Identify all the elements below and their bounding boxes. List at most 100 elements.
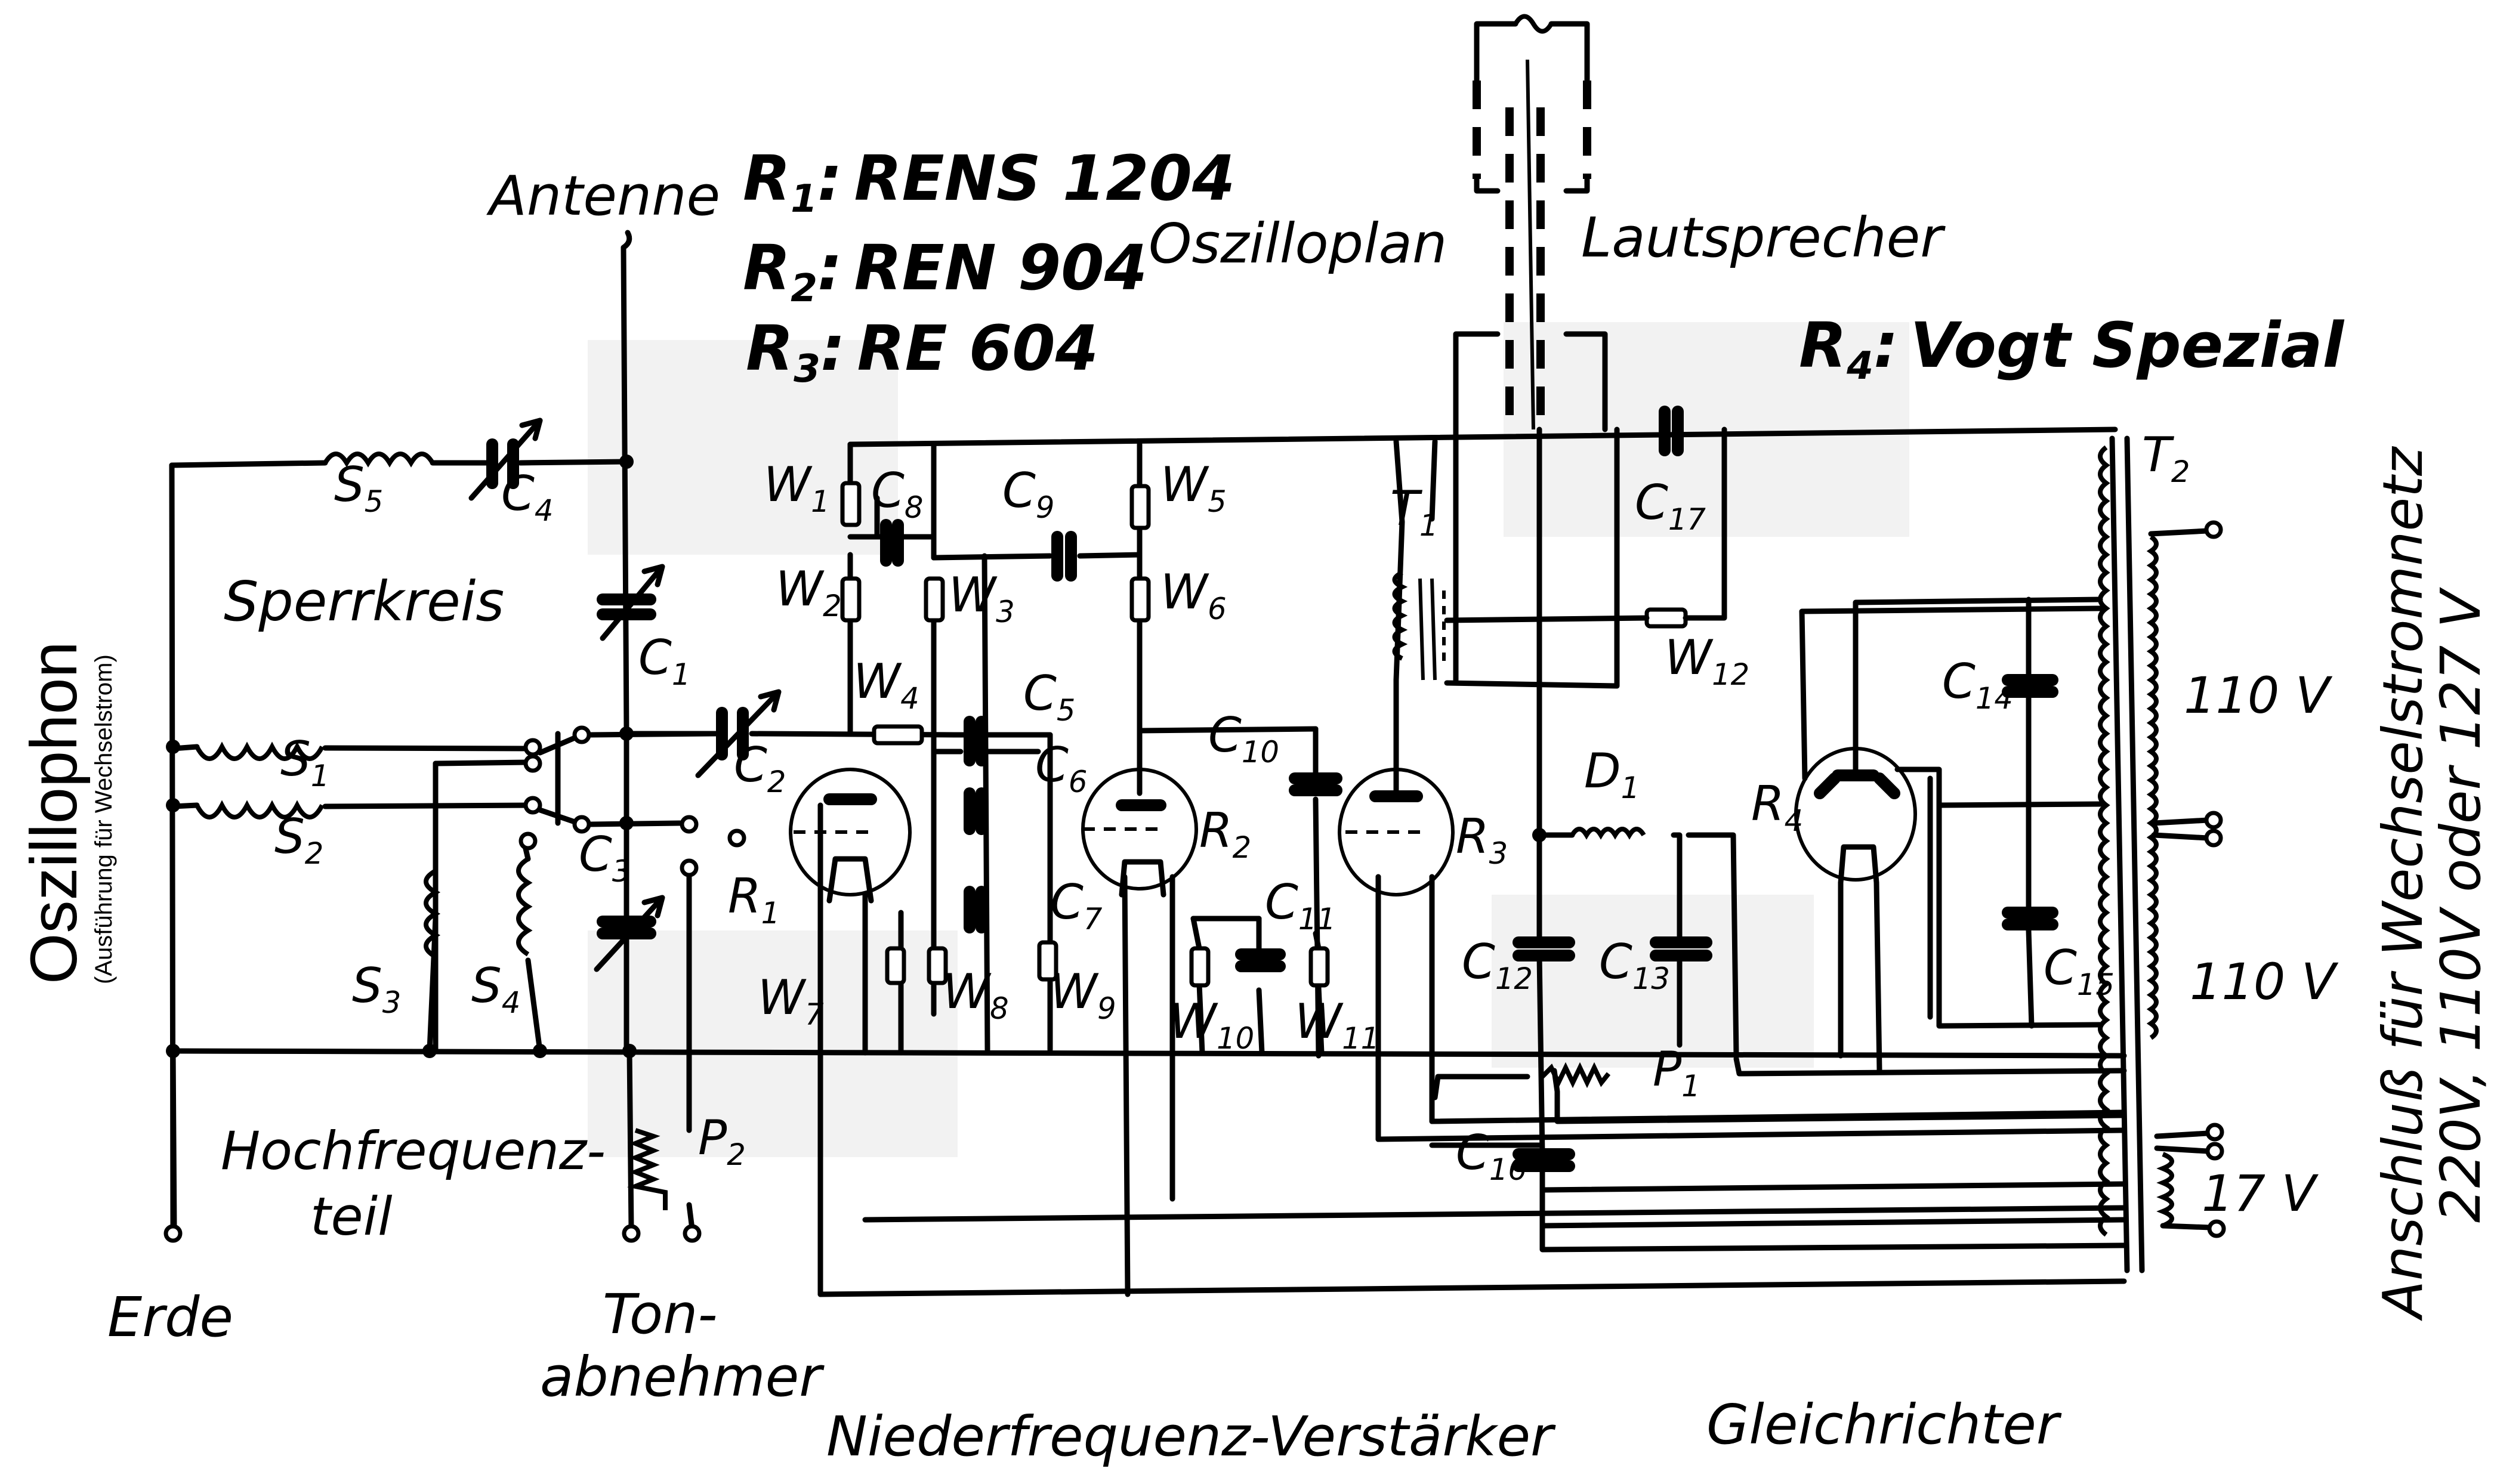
rectifier-components [1429,426,2127,1253]
pickup-label-2: abnehmer [540,1345,825,1409]
resistor-w10 [1189,946,1211,988]
label-c10: C10 [1208,707,1279,769]
capacitor-c7 [964,886,987,933]
coil-s3 [424,868,441,959]
resistor-w4 [872,724,924,746]
capacitor-c5 [964,716,987,766]
resistor-w9 [1037,940,1058,982]
resistor-w6 [1129,576,1151,623]
label-w5: W5 [1160,457,1227,519]
oscilloplan-label: Oszilloplan [1149,212,1447,276]
tube-r2-label: R2:REN 904 [743,231,1147,311]
resistor-w7 [885,946,906,985]
af-amplifier-label: Niederfrequenz-Verstärker [826,1405,1556,1468]
schematic-title: Oszillophon (Ausführung für Wechselstrom… [17,641,118,984]
label-c5: C5 [1023,666,1075,728]
loudspeaker-oscilloplan [1453,14,1608,683]
label-r4: R4 [1751,776,1803,838]
resistor-w3 [924,576,945,623]
earth-label: Erde [107,1285,233,1349]
label-w9: W9 [1050,964,1116,1026]
coil-s4 [516,857,533,957]
label-d1: D1 [1584,743,1640,805]
label-s3: S3 [352,958,401,1020]
mains-connection-label: Anschluß für Wechselstromnetz 220V, 110V… [2371,447,2493,1318]
tube-r3-label: R3:RE 604 [746,312,1098,391]
capacitor-c1 [597,564,665,641]
resistor-w5 [1129,484,1151,530]
label-c13: C13 [1599,934,1670,996]
resistor-w11 [1308,946,1330,988]
label-c17: C17 [1635,475,1706,537]
speaker-label: Lautsprecher [1581,206,1946,270]
voltage-labels: 110 V 110 V 17 V [2184,666,2339,1223]
tube-r1-label: R1:RENS 1204 [743,142,1235,221]
label-s4: S4 [471,958,520,1020]
terminals-left [163,455,746,1243]
resistor-w8 [927,946,948,985]
capacitor-c8 [880,519,904,567]
potentiometer-p2 [627,1128,668,1210]
pickup-label-1: Ton- [603,1282,718,1346]
label-w7: W7 [758,970,824,1032]
label-r1: R1 [728,868,780,930]
label-w12: W12 [1665,630,1749,692]
label-w1: W1 [764,457,830,519]
label-c15: C15 [2044,940,2115,1002]
label-c4: C4 [501,466,553,528]
label-t2: T2 [2142,427,2190,489]
label-c9: C9 [1002,463,1054,525]
capacitor-c15 [2002,907,2058,930]
label-s1: S1 [280,731,329,793]
label-w10: W10 [1169,994,1254,1056]
section-labels: Antenne Oszilloplan Lautsprecher Sperrkr… [107,164,2062,1468]
resistor-w2 [840,576,862,623]
tube-r4 [1794,596,2103,1074]
label-p2: P2 [698,1110,746,1172]
capacitor-c14 [2002,674,2058,698]
tap-110v-lower: 110 V [2190,953,2339,1011]
title-main: Oszillophon [17,641,91,984]
coil-s5 [323,452,435,468]
transformer-t2 [2098,435,2226,1273]
potentiometer-p1 [1541,1062,2127,1124]
label-w2: W2 [776,561,842,623]
label-c12: C12 [1462,934,1533,996]
label-c11: C11 [1265,874,1336,936]
af-capacitors [880,406,1684,972]
rectifier-label: Gleichrichter [1706,1393,2062,1457]
tube-r4-label: R4:Vogt Spezial [1799,309,2345,388]
transformer-t1 [1392,426,1727,689]
antenna-label: Antenne [486,164,720,228]
resistor-w12 [1644,607,1688,629]
component-labels: S5 C4 C1 S1 S2 S3 S4 C2 C3 P2 R1 W1 W2 W… [274,427,2190,1187]
mains-line-2: 220V, 110V oder 127 V [2428,590,2493,1223]
rf-section-label-1: Hochfrequenz- [221,1120,606,1182]
label-c7: C7 [1050,874,1103,936]
label-w8: W8 [943,964,1009,1026]
title-subtitle: (Ausführung für Wechselstrom) [91,654,117,984]
capacitor-c6 [964,787,987,835]
mains-line-1: Anschluß für Wechselstromnetz [2371,447,2435,1318]
tap-17v: 17 V [2202,1164,2319,1223]
label-t1: T1 [1390,481,1438,543]
capacitor-c3 [594,895,665,972]
resistor-w1 [840,481,862,527]
coil-s2 [195,800,325,820]
label-c2: C2 [734,737,786,799]
label-c8: C8 [871,463,923,525]
label-s5: S5 [334,457,383,519]
label-c3: C3 [579,827,631,889]
label-c16: C16 [1456,1125,1527,1187]
label-p1: P1 [1653,1041,1700,1103]
label-c1: C1 [638,630,690,692]
capacitor-c17 [1659,406,1684,456]
capacitor-c10 [1289,772,1342,796]
tube-r1 [789,768,912,904]
choke-d1 [1570,827,1646,840]
capacitor-c12 [1513,936,1575,961]
label-r3: R3 [1456,809,1508,871]
label-w3: W3 [949,567,1015,629]
capacitor-c4 [468,418,543,501]
